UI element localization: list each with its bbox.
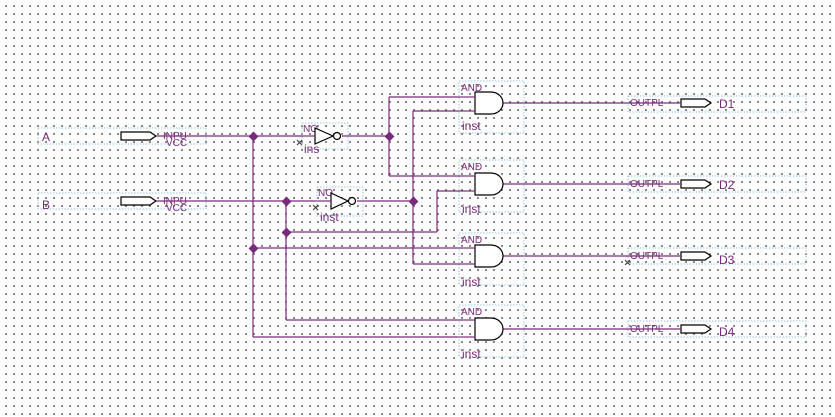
not-gate-a-type: NO [303, 124, 318, 135]
not-gate-b-bubble [347, 196, 357, 206]
junction-b-and2 [281, 227, 292, 238]
and-gate-3-body [474, 244, 504, 268]
output-pin-d2-box [627, 175, 807, 193]
and-gate-3-box [458, 232, 525, 286]
and-gate-4-instance: inst [462, 347, 481, 361]
and-gate-4-type: AND [461, 307, 482, 318]
output-pin-d3[interactable]: OUTPL D3 [624, 247, 807, 267]
output-pin-d4[interactable]: OUTPL D4 [627, 320, 807, 339]
junction-b [281, 196, 292, 207]
and-gate-3-instance: inst [462, 275, 481, 289]
not-gate-b-box [316, 186, 364, 217]
output-pin-d4-shape [680, 324, 713, 334]
junctions [248, 131, 419, 254]
input-type-b: INPU [163, 196, 187, 207]
input-pin-a[interactable]: A INPU VCC [37, 127, 207, 149]
and-gate-4-box [458, 304, 525, 358]
and-gate-2[interactable]: AND inst [458, 159, 525, 216]
output-pin-d1-box [627, 95, 807, 113]
junction-bbar [408, 196, 419, 207]
and-gate-1[interactable]: AND inst [458, 80, 525, 134]
junction-abar [384, 131, 395, 142]
junction-a [248, 131, 259, 142]
input-pin-b-box [37, 192, 207, 210]
output-pin-d3-box [627, 247, 807, 265]
output-pin-d3-shape [680, 251, 713, 261]
input-pin-a-box [37, 127, 207, 145]
not-gate-b[interactable]: NO inst [312, 186, 364, 224]
output-name-d1: D1 [719, 97, 735, 111]
output-pin-d3-error-mark [624, 259, 631, 266]
input-pin-a-shape [120, 131, 158, 141]
output-pin-d1-shape [680, 98, 713, 108]
input-sub-a: VCC [166, 138, 187, 149]
output-name-d4: D4 [719, 325, 735, 339]
not-gate-a-instance: ins [304, 142, 319, 156]
junction-a-and3 [248, 243, 259, 254]
output-name-d2: D2 [719, 178, 735, 192]
and-gate-2-box [458, 159, 525, 213]
input-pin-b-shape [120, 196, 158, 206]
not-gate-a-bubble [332, 131, 342, 141]
input-pin-b[interactable]: B INPU VCC [37, 192, 207, 214]
not-gate-b-triangle [330, 192, 350, 210]
and-gate-2-body [474, 172, 504, 196]
wires [207, 96, 630, 338]
output-pin-d4-box [627, 320, 807, 338]
output-pin-d2-shape [680, 179, 713, 189]
and-gate-1-body [474, 91, 504, 115]
not-gate-b-type: NO [318, 188, 333, 199]
output-name-d3: D3 [719, 253, 735, 267]
input-type-a: INPU [163, 131, 187, 142]
not-gate-b-instance: inst [320, 210, 339, 224]
not-gate-a[interactable]: NO ins [296, 122, 349, 156]
output-pin-d1[interactable]: OUTPL D1 [627, 95, 807, 113]
and-gate-1-instance: inst [462, 119, 481, 133]
and-gate-4-body [474, 317, 504, 341]
and-gate-3-type: AND [461, 235, 482, 246]
and-gate-1-type: AND [461, 83, 482, 94]
not-gate-a-error-mark [296, 139, 303, 146]
and-gate-4[interactable]: AND inst [458, 304, 525, 361]
input-name-b: B [42, 198, 50, 212]
and-gate-1-box [458, 80, 525, 134]
and-gate-2-type: AND [461, 162, 482, 173]
output-pin-d2[interactable]: OUTPL D2 [627, 175, 807, 193]
input-sub-b: VCC [166, 203, 187, 214]
input-name-a: A [42, 130, 50, 144]
not-gate-b-error-mark [312, 204, 319, 211]
and-gate-3[interactable]: AND inst [458, 232, 525, 289]
and-gate-2-instance: inst [462, 202, 481, 216]
